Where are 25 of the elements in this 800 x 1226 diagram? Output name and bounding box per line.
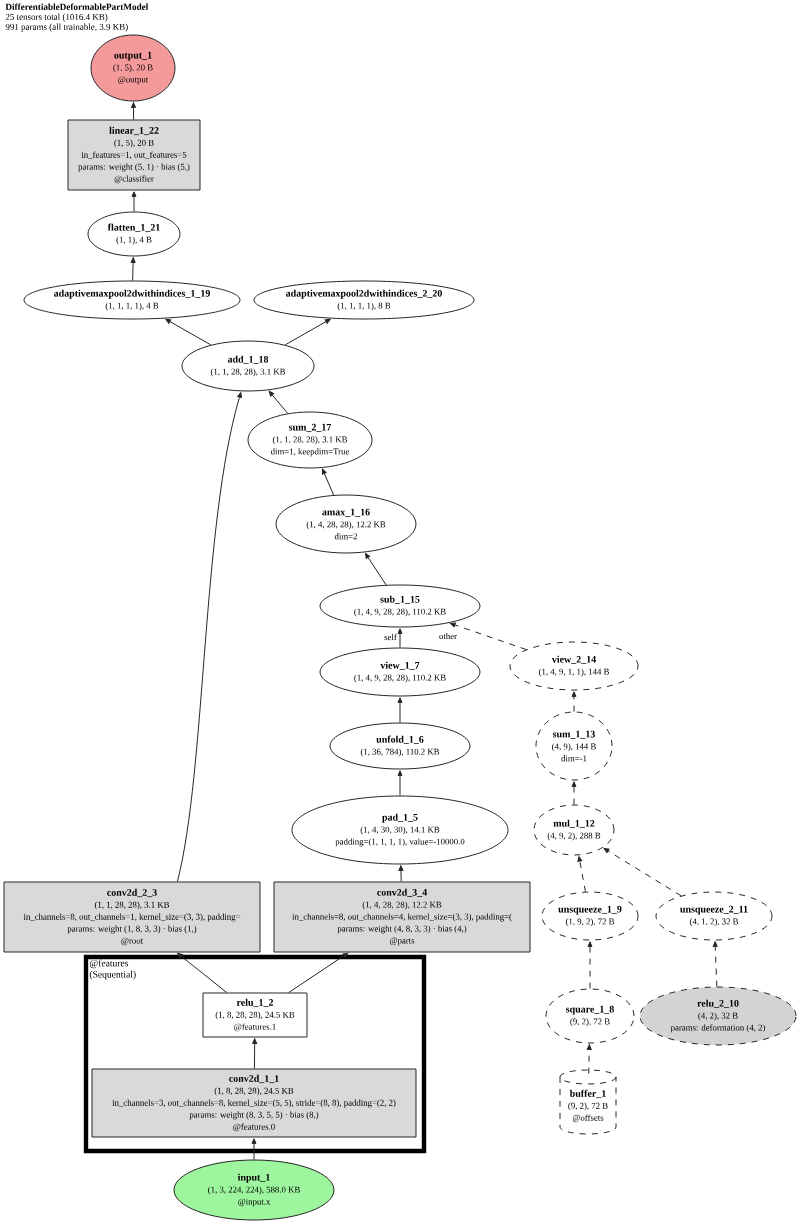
arrow <box>577 856 586 893</box>
arrow <box>177 952 228 993</box>
arrow <box>288 952 349 993</box>
arrow <box>397 628 403 648</box>
arrow <box>165 318 212 346</box>
arrow <box>586 1044 592 1075</box>
arrow <box>268 390 289 414</box>
arrow <box>130 257 136 281</box>
arrow <box>176 392 242 882</box>
arrow <box>397 770 403 796</box>
arrow <box>571 691 577 712</box>
arrow <box>251 1138 257 1160</box>
arrow <box>450 622 527 651</box>
arrow <box>571 781 577 805</box>
arrow <box>397 697 403 723</box>
arrow <box>284 318 331 346</box>
arrow <box>398 865 404 882</box>
arrow <box>603 848 682 897</box>
arrow <box>131 191 137 212</box>
arrow <box>587 941 593 989</box>
arrow <box>131 102 136 120</box>
arrow <box>364 553 387 586</box>
arrow <box>712 941 718 987</box>
arrow <box>252 1038 258 1069</box>
arrow <box>322 468 335 496</box>
